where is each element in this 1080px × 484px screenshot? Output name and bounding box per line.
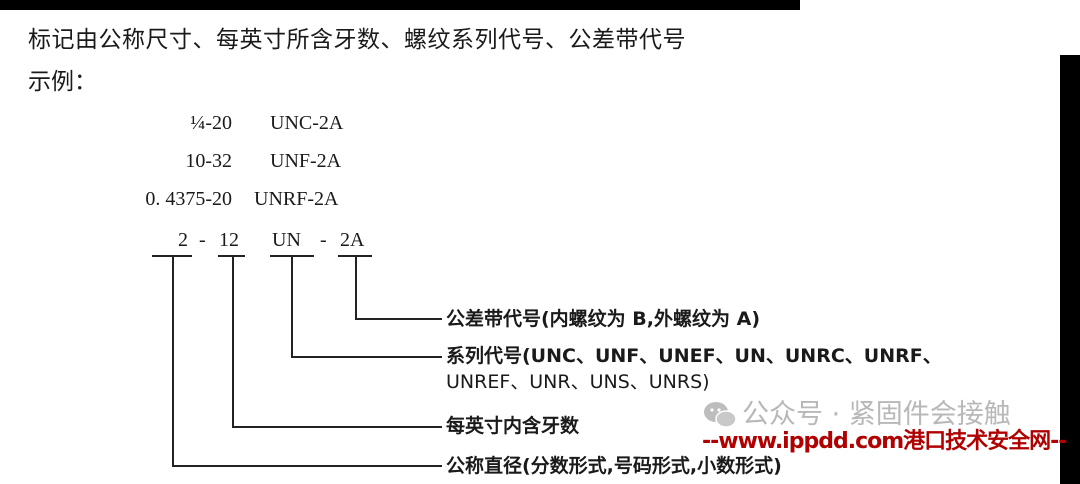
leader-tpi-v: [232, 256, 234, 427]
breakdown-dash-1: -: [199, 229, 206, 251]
example-heading: 示例：: [28, 69, 97, 95]
example-designation-2: UNF-2A: [270, 150, 342, 172]
label-series-line2: UNREF、UNR、UNS、UNRS): [446, 371, 710, 393]
example-size-1: ¼-20: [190, 112, 232, 134]
underline-tpi: [218, 255, 245, 257]
breakdown-tpi: 12: [219, 229, 239, 251]
leader-diameter-v: [172, 256, 174, 466]
right-black-bar: [1060, 55, 1080, 484]
example-size-2: 10-32: [185, 150, 232, 172]
wechat-icon: [704, 402, 737, 428]
leader-tolerance-v: [355, 256, 357, 319]
example-size-3: 0. 4375-20: [145, 188, 232, 210]
leader-series-v: [291, 256, 293, 357]
leader-series-h: [291, 356, 442, 358]
breakdown-dash-2: -: [320, 229, 327, 251]
top-black-bar: [0, 0, 800, 10]
watermark-site: --www.ippdd.com港口技术安全网--: [702, 429, 1067, 454]
example-designation-3: UNRF-2A: [254, 188, 339, 210]
label-tolerance: 公差带代号(内螺纹为 B,外螺纹为 A): [446, 308, 761, 330]
breakdown-diameter: 2: [178, 229, 188, 251]
label-tpi: 每英寸内含牙数: [446, 415, 580, 437]
label-diameter: 公称直径(分数形式,号码形式,小数形式): [446, 455, 782, 477]
breakdown-series: UN: [272, 229, 301, 251]
breakdown-tolerance: 2A: [340, 229, 365, 251]
example-designation-1: UNC-2A: [270, 112, 344, 134]
leader-tolerance-h: [355, 318, 442, 320]
label-series-line1: 系列代号(UNC、UNF、UNEF、UN、UNRC、UNRF、: [446, 345, 942, 367]
leader-diameter-h: [172, 465, 442, 467]
intro-text: 标记由公称尺寸、每英寸所含牙数、螺纹系列代号、公差带代号: [28, 27, 686, 53]
watermark-account: 公众号 · 紧固件会接触: [742, 399, 1011, 430]
leader-tpi-h: [232, 426, 442, 428]
page-corner: [1030, 230, 1060, 484]
